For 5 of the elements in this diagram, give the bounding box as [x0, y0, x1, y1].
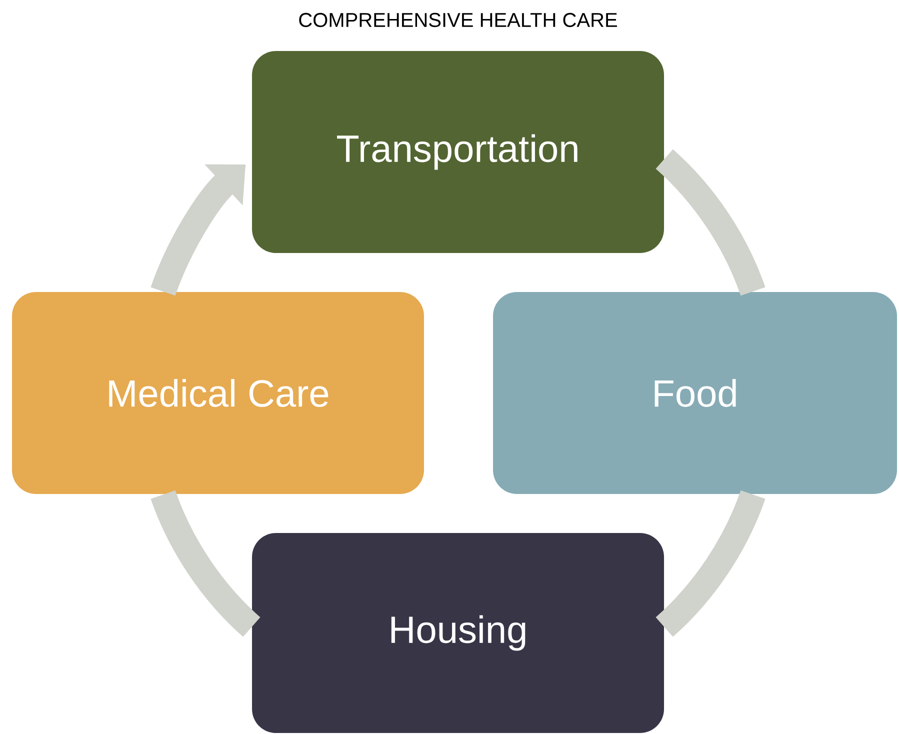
process-box: Medical Care: [12, 292, 424, 494]
process-box: Food: [493, 292, 897, 494]
process-box: Transportation: [252, 51, 664, 253]
title: COMPREHENSIVE HEALTH CARE: [299, 12, 617, 28]
process-box: Housing: [252, 533, 664, 733]
